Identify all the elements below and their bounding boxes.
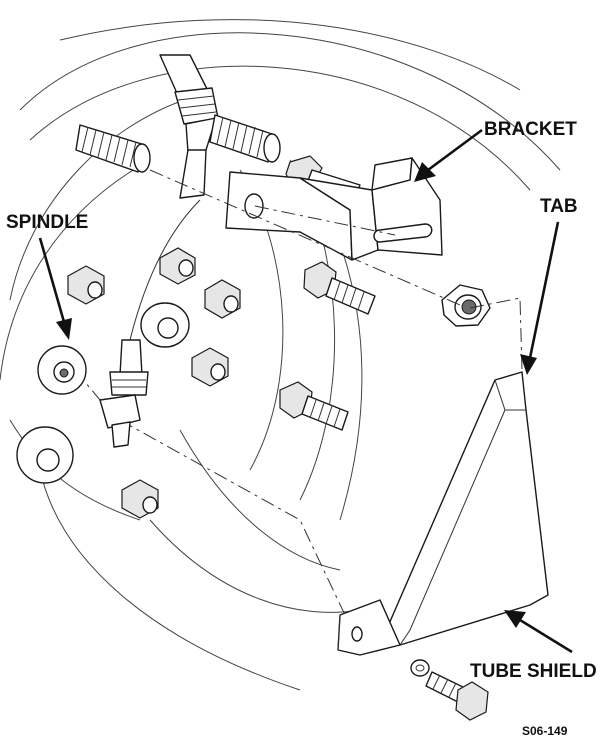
mid-bolt-1	[303, 261, 376, 315]
hub-nuts	[67, 247, 241, 519]
bracket	[225, 157, 443, 261]
mid-bolt-2	[279, 381, 349, 431]
label-tab: TAB	[540, 196, 578, 217]
spindle-bosses	[16, 302, 190, 484]
callout-arrows	[38, 128, 573, 654]
wheel-stud-left	[75, 124, 151, 173]
brake-hose	[159, 54, 219, 199]
label-tube-shield: TUBE SHIELD	[470, 661, 597, 682]
label-spindle: SPINDLE	[6, 212, 88, 233]
label-bracket: BRACKET	[484, 119, 577, 140]
figure-code: S06-149	[522, 724, 568, 738]
wheel-stud-right	[209, 114, 281, 163]
sensor-fitting	[99, 199, 201, 448]
washer-and-bolt	[410, 659, 489, 721]
tube-shield	[337, 371, 549, 656]
